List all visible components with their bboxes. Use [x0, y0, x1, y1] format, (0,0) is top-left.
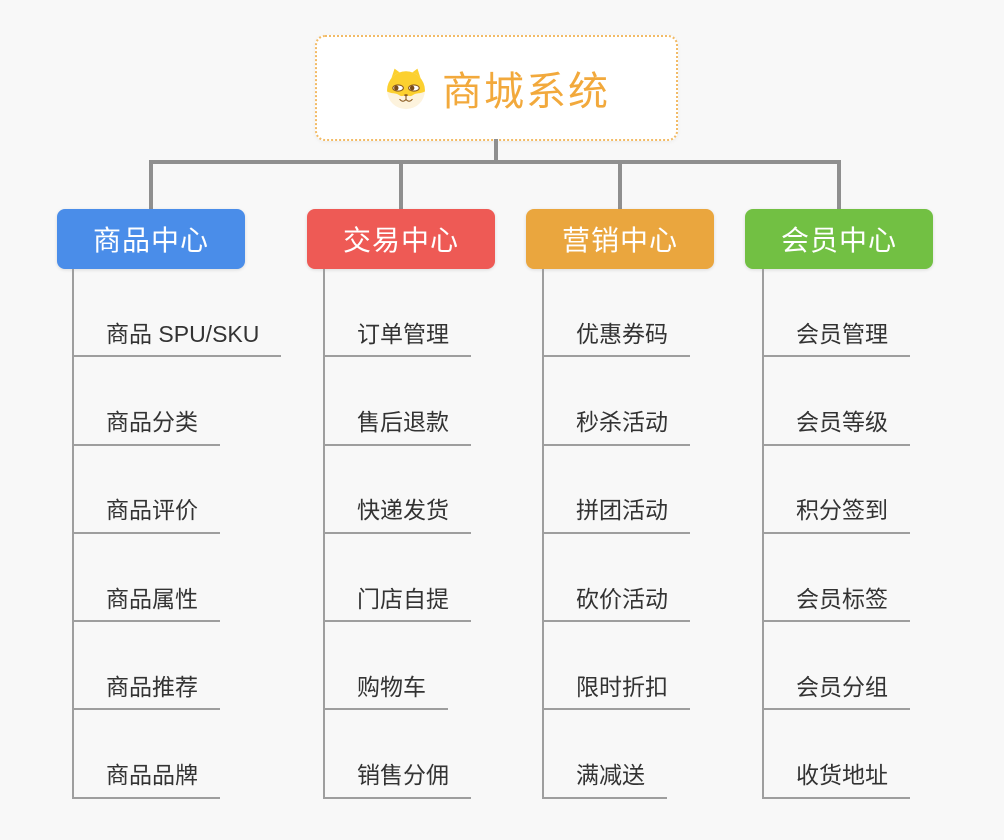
branch-node-member-center[interactable]: 会员中心 [745, 209, 933, 269]
branch-children-member-center: 会员管理 会员等级 积分签到 会员标签 会员分组 收货地址 [762, 269, 910, 799]
connector-horizontal-bar [149, 160, 841, 164]
child-node[interactable]: 拼团活动 [542, 446, 690, 534]
branch-children-trade-center: 订单管理 售后退款 快递发货 门店自提 购物车 销售分佣 [323, 269, 471, 799]
child-node[interactable]: 快递发货 [323, 446, 471, 534]
child-node[interactable]: 购物车 [323, 622, 448, 711]
child-node[interactable]: 商品属性 [72, 534, 220, 623]
connector-drop-trade-center [399, 162, 403, 209]
child-node[interactable]: 限时折扣 [542, 622, 690, 711]
child-node[interactable]: 积分签到 [762, 446, 910, 534]
branch-node-marketing-center[interactable]: 营销中心 [526, 209, 714, 269]
branch-children-marketing-center: 优惠券码 秒杀活动 拼团活动 砍价活动 限时折扣 满减送 [542, 269, 690, 799]
child-node[interactable]: 商品分类 [72, 357, 220, 446]
root-node[interactable]: 商城系统 [315, 35, 678, 141]
child-node[interactable]: 优惠券码 [542, 269, 690, 358]
dog-face-icon [387, 68, 425, 110]
child-node[interactable]: 订单管理 [323, 269, 471, 358]
child-node[interactable]: 销售分佣 [323, 710, 471, 799]
branch-children-product-center: 商品 SPU/SKU 商品分类 商品评价 商品属性 商品推荐 商品品牌 [72, 269, 282, 799]
child-node[interactable]: 秒杀活动 [542, 357, 690, 446]
child-node[interactable]: 门店自提 [323, 534, 471, 623]
child-node[interactable]: 满减送 [542, 710, 667, 799]
branch-node-trade-center[interactable]: 交易中心 [307, 209, 495, 269]
child-node[interactable]: 商品推荐 [72, 622, 220, 711]
child-node[interactable]: 会员分组 [762, 622, 910, 711]
child-node[interactable]: 收货地址 [762, 710, 910, 799]
child-node[interactable]: 会员管理 [762, 269, 910, 358]
child-node[interactable]: 砍价活动 [542, 534, 690, 623]
connector-drop-marketing-center [618, 162, 622, 209]
root-node-label: 商城系统 [442, 70, 610, 114]
connector-drop-product-center [149, 162, 153, 209]
child-node[interactable]: 商品品牌 [72, 710, 220, 799]
branch-node-product-center[interactable]: 商品中心 [57, 209, 245, 269]
child-node[interactable]: 商品 SPU/SKU [72, 269, 282, 358]
connector-root-stem [494, 139, 498, 162]
child-node[interactable]: 商品评价 [72, 446, 220, 534]
connector-drop-member-center [837, 162, 841, 209]
child-node[interactable]: 售后退款 [323, 357, 471, 446]
child-node[interactable]: 会员标签 [762, 534, 910, 623]
child-node[interactable]: 会员等级 [762, 357, 910, 446]
